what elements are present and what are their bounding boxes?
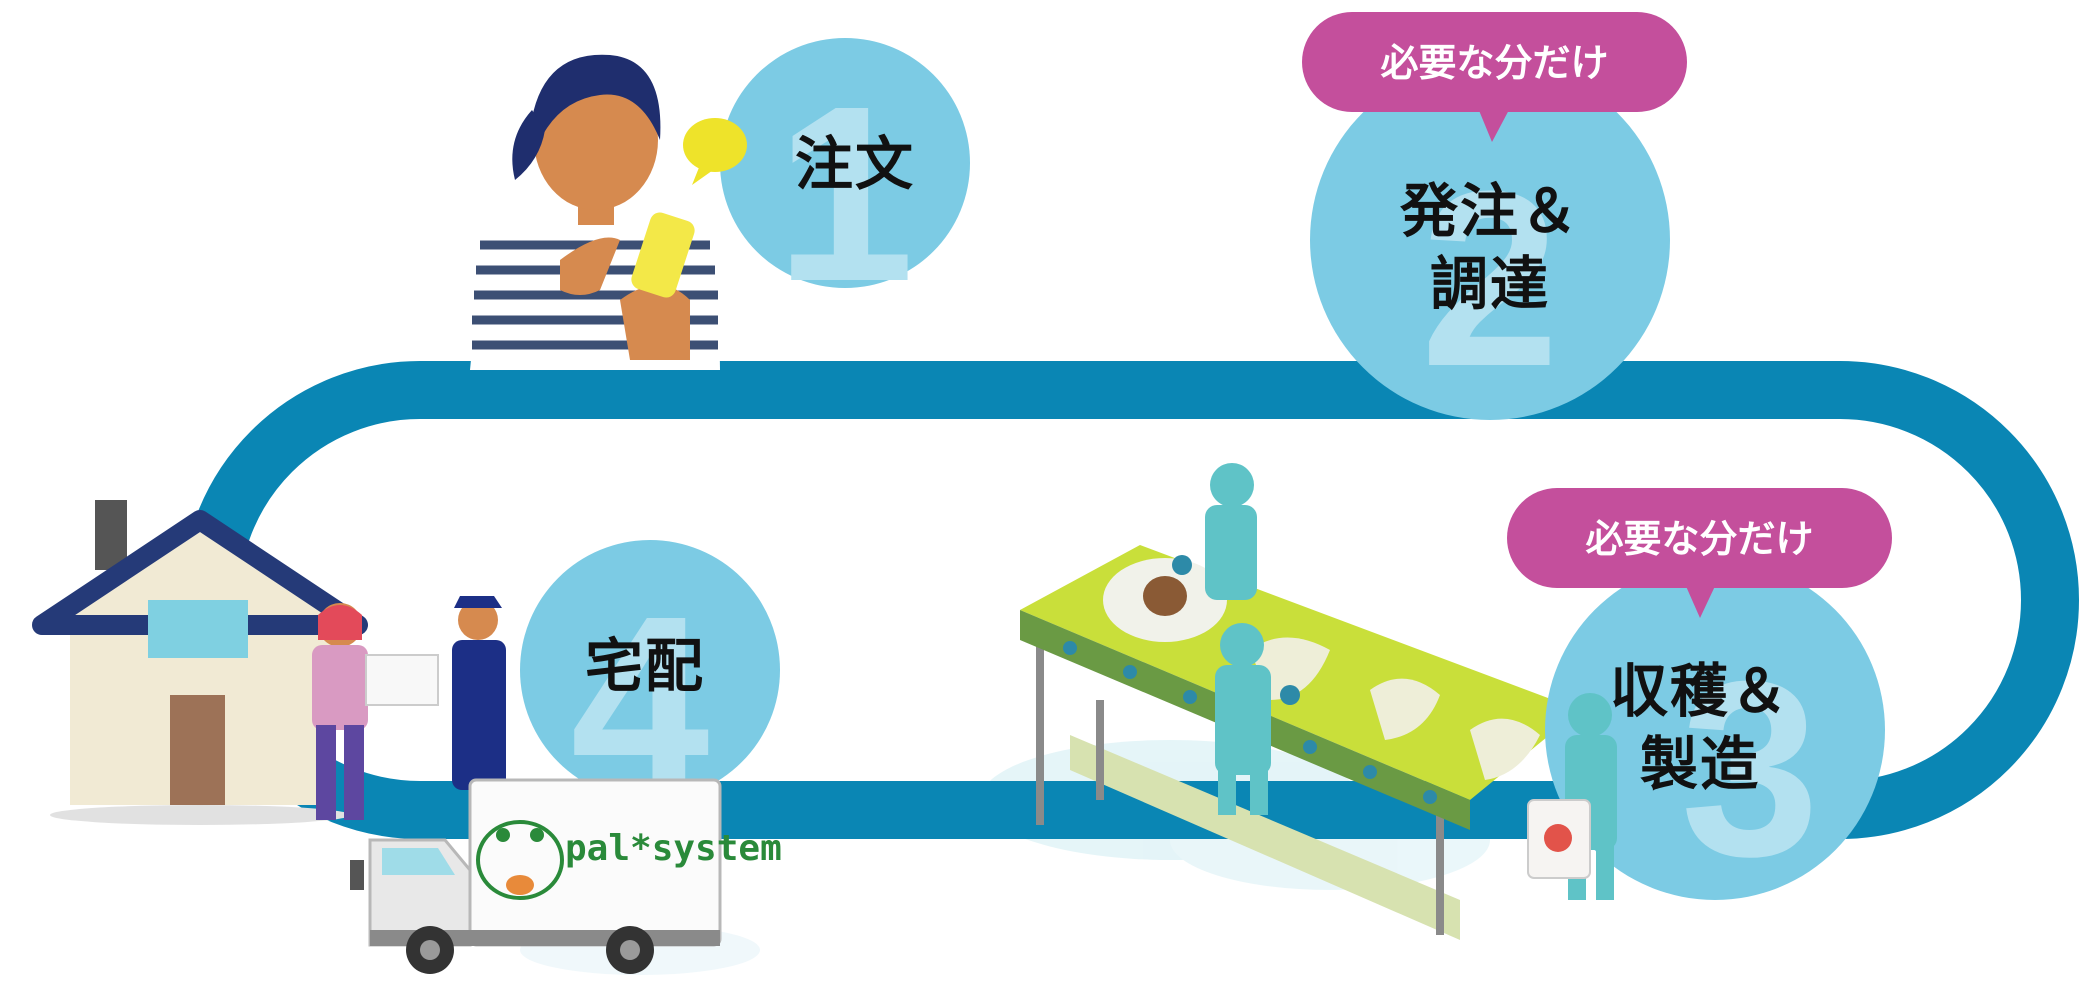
step-1-number: 1 xyxy=(775,54,914,333)
step-2-procurement: 2 xyxy=(1302,12,1687,420)
step-3-manufacturing: 3 xyxy=(1020,463,1892,940)
step-2-label-line1: 発注＆ xyxy=(1399,177,1580,245)
step-2-tag-text: 必要な分だけ xyxy=(1380,41,1609,85)
house-illustration xyxy=(32,500,368,825)
step-3-label: 収穫＆ 製造 xyxy=(1570,655,1830,800)
step-3-number: 3 xyxy=(1680,629,1819,908)
factory-worker-front xyxy=(1215,623,1300,815)
step-4-delivery: 4 xyxy=(32,500,780,974)
step-3-tag-text: 必要な分だけ xyxy=(1585,517,1814,561)
delivery-box xyxy=(365,654,439,706)
step-2-circle xyxy=(1310,60,1670,420)
step-1-circle xyxy=(720,38,970,288)
speech-bubble-icon xyxy=(683,118,747,185)
step-4-circle xyxy=(520,540,780,800)
factory-worker-with-bag xyxy=(1527,693,1617,900)
step-2-tag xyxy=(1302,12,1687,142)
delivery-driver-illustration xyxy=(452,596,506,790)
step-1-order: 1 xyxy=(470,38,970,370)
step-3-label-line2: 製造 xyxy=(1639,729,1760,798)
factory-worker-back xyxy=(1172,463,1257,600)
step-4-label: 宅配 xyxy=(584,632,705,700)
customer-woman-illustration xyxy=(470,54,720,370)
resident-illustration xyxy=(312,603,368,820)
step-3-circle xyxy=(1545,560,1885,900)
step-2-number: 2 xyxy=(1420,139,1559,418)
delivery-truck-illustration xyxy=(350,778,722,974)
step-2-label-line2: 調達 xyxy=(1429,249,1550,318)
step-3-label-line1: 収穫＆ xyxy=(1609,657,1790,725)
step-1-label: 注文 xyxy=(794,130,915,198)
truck-logo-text: pal*system xyxy=(565,828,782,869)
step-3-tag xyxy=(1507,488,1892,618)
step-2-label: 発注＆ 調達 xyxy=(1360,175,1620,320)
